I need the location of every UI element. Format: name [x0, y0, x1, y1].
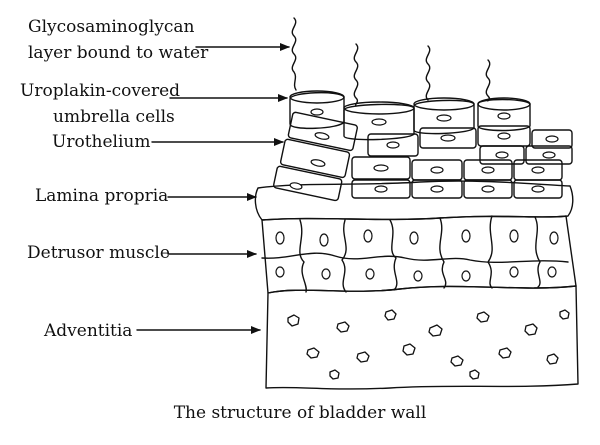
diagram-caption: The structure of bladder wall — [173, 403, 427, 423]
umbrella-cell-4 — [477, 97, 531, 132]
gag-squiggle-2 — [353, 43, 359, 107]
label-glycosaminoglycan-line2: layer bound to water — [28, 43, 209, 63]
label-uroplakin: Uroplakin-covered — [20, 81, 181, 101]
lamina-propria-layer — [254, 180, 574, 221]
adventitia-layer — [265, 285, 579, 390]
gag-squiggle-1 — [291, 17, 297, 91]
label-glycosaminoglycan: Glycosaminoglycan — [28, 17, 195, 37]
label-lamina-propria: Lamina propria — [35, 186, 169, 206]
gag-squiggle-4 — [485, 59, 491, 102]
gag-squiggle-3 — [425, 45, 431, 101]
label-urothelium: Urothelium — [52, 132, 151, 152]
label-umbrella-cells: umbrella cells — [53, 107, 175, 127]
umbrella-cell-3 — [413, 97, 475, 135]
label-adventitia: Adventitia — [44, 321, 133, 341]
label-detrusor-muscle: Detrusor muscle — [27, 243, 170, 263]
